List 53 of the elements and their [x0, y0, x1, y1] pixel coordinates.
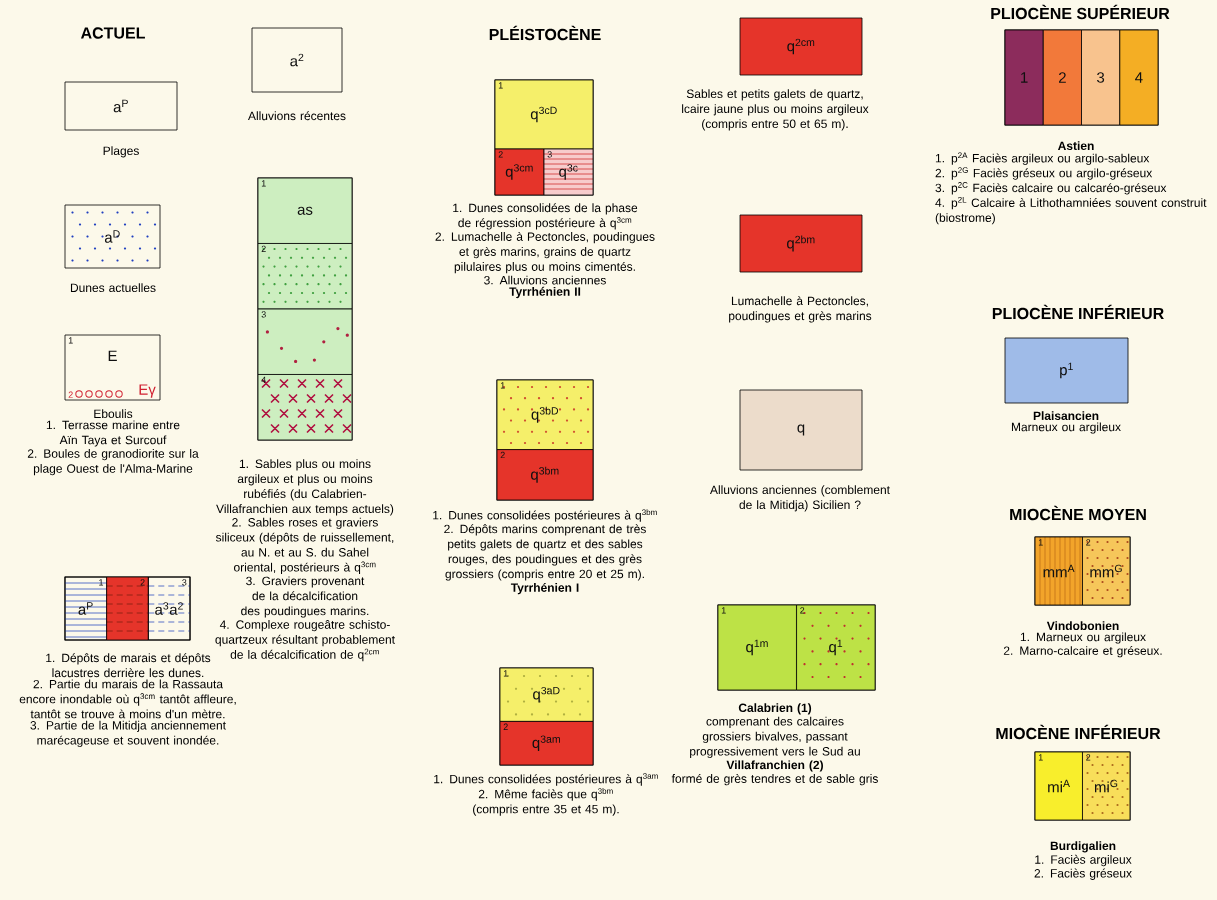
description-text: 4. p$^{2L}$ Calcaire à Lithothamniées souvent construit (biostrome) [935, 196, 1207, 225]
description-text: 3. Partie de la Mitidja anciennement marécageuse et souvent inondée. [30, 720, 226, 747]
description-text: comprenant des calcaires grossiers bivalves, passant progressivement vers le Sud au [690, 716, 860, 758]
description-text: 3. p$^{2C}$ Faciès calcaire ou calcaréo-gréseux [935, 182, 1167, 195]
stage-name: Tyrrhénien II [509, 286, 581, 299]
description-text: Lumachelle à Pectoncles, poudingues et grès marins [729, 296, 872, 323]
stage-name: Astien [1057, 141, 1094, 150]
node-label: 1 [68, 337, 73, 344]
node-label: 2 [261, 245, 266, 252]
description-text: 1. p$^{2A}$ Faciès argileux ou argilo-sableux [935, 152, 1150, 165]
section-heading: PLIOCÈNE INFÉRIEUR [992, 304, 1164, 320]
stage-name: Tyrrhénien I [510, 583, 579, 595]
description-text: Dunes actuelles [70, 283, 156, 292]
description-text: formé de grès tendres et de sable gris [671, 773, 878, 786]
description-text: 2. Marno-calcaire et gréseux. [1003, 646, 1162, 658]
section-heading: PLIOCÈNE SUPÉRIEUR [991, 4, 1170, 20]
description-text: Sables et petits galets de quartz, lcaire jaune plus ou moins argileux (compris entre 50 et 65 m). [682, 89, 869, 131]
description-text: 4. Complexe rougeâtre schisto-quartzeux résultant probablement de la décalcification de q$^{2cm}$ [215, 619, 395, 662]
description-text: 2. Même faciès que q$^{3bm}$ (compris entre 35 et 45 m). [473, 788, 619, 816]
description-text: 2. p$^{2G}$ Faciès gréseux ou argilo-gréseux [935, 167, 1153, 180]
stage-name: Calabrien (1) [738, 703, 812, 715]
description-text: 3. Graviers provenant de la décalcification des poudingues marins. [241, 576, 369, 618]
description-text: 3. Alluvions anciennes [484, 275, 606, 285]
description-text: 1. Faciès argileux [1035, 854, 1132, 867]
node-label: E [108, 350, 117, 361]
description-text: Alluvions récentes [248, 111, 346, 121]
description-text: 2. Dépôts marins comprenant de très petits galets de quartz et des sables rouges, des poudingues et des grès grossiers (compris entre 20 et 25 m). [444, 524, 646, 581]
stage-name: Vindobonien [1046, 621, 1119, 630]
description-text: 1. Marneux ou argileux [1020, 632, 1146, 644]
description-text: 2. Boules de granodiorite sur la plage Ouest de l'Alma-Marine [27, 449, 199, 476]
section-heading: MIOCÈNE MOYEN [1010, 505, 1146, 521]
section-heading: PLÉISTOCÈNE [489, 25, 601, 41]
description-text: 1. Dunes consolidées postérieures à q$^{3bm}$ [433, 509, 657, 522]
section-heading: MIOCÈNE INFÉRIEUR [996, 724, 1161, 740]
stage-name: Plaisancien [1033, 411, 1099, 420]
description-text: 2. Lumachelle à Pectoncles, poudingues et grès marins, grains de quartz pilulaires plus ou moins cimentés. [435, 231, 655, 274]
node-label: 2 [68, 391, 73, 398]
section-heading: ACTUEL [80, 27, 145, 39]
description-text: 2. Partie du marais de la Rassauta encore inondable où q$^{3cm}$ tantôt affleure, tantôt se trouve à moins d'un mètre. [19, 679, 236, 719]
stage-name: Burdigalien [1050, 841, 1116, 853]
description-text: 1. Dépôts de marais et dépôts lacustres derrière les dunes. [46, 653, 211, 678]
description-text: 2. Sables roses et graviers siliceux (dépôts de ruissellement, au N. et au S. du Sahel oriental, postérieurs à q$^{3cm}$ [215, 517, 394, 574]
description-text: 1. Terrasse marine entre Aïn Taya et Surcouf [46, 420, 180, 447]
description-text: Alluvions anciennes (comblement de la Mitidja) Sicilien ? [710, 485, 890, 512]
description-text: Marneux ou argileux [1011, 422, 1121, 434]
description-text: Plages [103, 146, 139, 158]
description-text: Eboulis [94, 409, 133, 418]
node-label: Eγ [139, 384, 156, 398]
description-text: 1. Dunes consolidées postérieures à q$^{3am}$ [434, 773, 658, 786]
stage-name: Villafranchien (2) [726, 760, 823, 772]
description-text: 1. Sables plus ou moins argileux et plus ou moins rubéfiés (du Calabrien-Villafranchien aux temps actuels) [216, 459, 394, 516]
description-text: 1. Dunes consolidées de la phase de régression postérieure à q$^{3cm}$ [453, 203, 638, 230]
description-text: 2. Faciès gréseux [1034, 868, 1132, 880]
